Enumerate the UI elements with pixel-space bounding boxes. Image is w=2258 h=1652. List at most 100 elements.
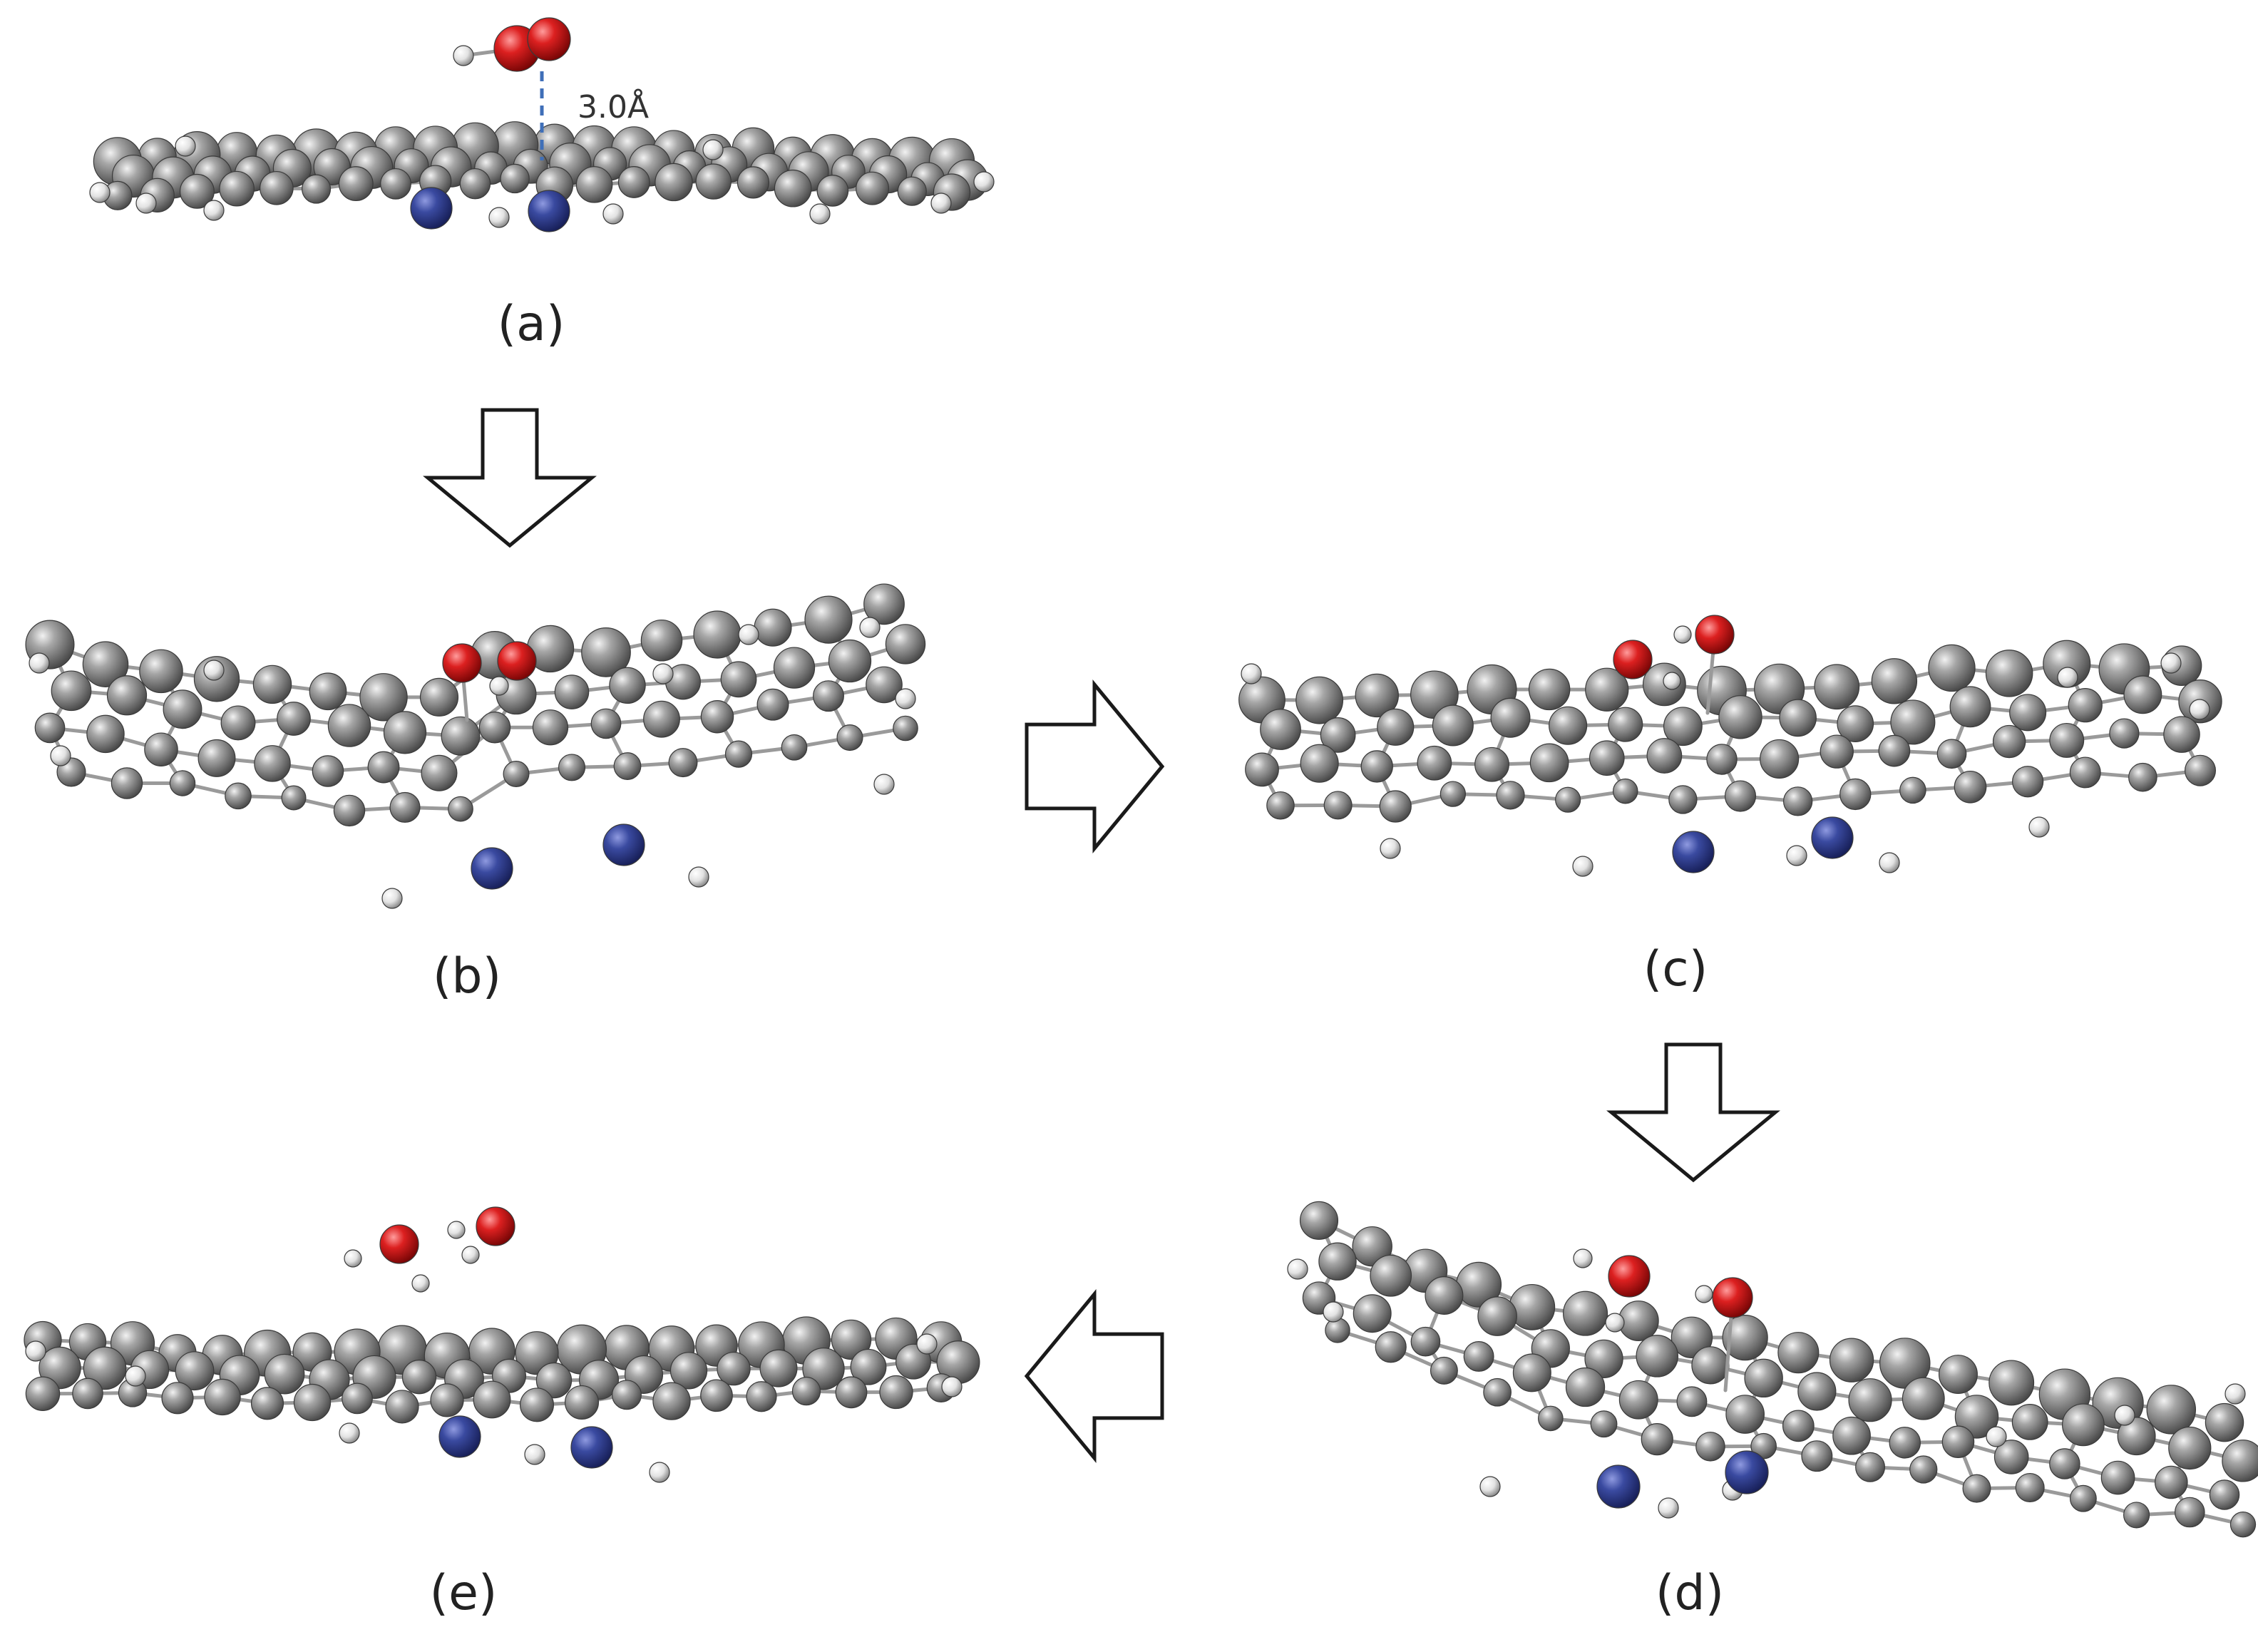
oxygen-group-b: [442, 641, 537, 722]
hydrogen-atom: [1986, 1426, 2007, 1447]
hydrogen-atom: [203, 660, 225, 681]
carbon-atom: [1432, 704, 1474, 747]
carbon-atom: [564, 1385, 600, 1420]
carbon-atom: [1779, 699, 1817, 737]
carbon-atom: [503, 761, 530, 788]
carbon-atom: [179, 173, 215, 209]
carbon-atom: [1377, 708, 1415, 746]
carbon-atom: [1814, 664, 1860, 710]
hydrogen-atom: [941, 1376, 963, 1397]
hydrogen-atom: [702, 139, 724, 160]
carbon-atom: [338, 166, 374, 202]
carbon-atom: [1744, 1358, 1783, 1398]
carbon-atom: [1718, 695, 1762, 739]
hydrogen-atom: [125, 1365, 146, 1387]
carbon-atom: [1300, 744, 1339, 783]
panel-label-a: (a): [497, 296, 565, 352]
carbon-atom: [2009, 694, 2047, 732]
panel-label-e: (e): [429, 1565, 498, 1621]
oxygen-group-e: [344, 1206, 515, 1293]
carbon-atom: [1676, 1386, 1708, 1417]
carbon-atom: [1509, 1283, 1556, 1330]
nitrogen-atom: [1672, 831, 1715, 873]
carbon-atom: [1375, 1331, 1407, 1363]
carbon-atom: [380, 168, 411, 200]
carbon-atom: [250, 1387, 284, 1420]
carbon-atom: [700, 1379, 733, 1412]
hydrogen-atom: [859, 617, 881, 638]
hydrogen-atom: [2057, 667, 2078, 688]
carbon-atom: [816, 175, 849, 207]
carbon-atom: [863, 583, 905, 625]
carbon-atom: [693, 610, 741, 659]
carbon-atom: [2123, 1502, 2150, 1529]
arrow-b-to-c: [1025, 679, 1165, 853]
hydrogen-atom: [873, 774, 895, 795]
carbon-atom: [473, 1380, 511, 1419]
hydrogen-atom: [649, 1462, 670, 1483]
hydrogen-atom: [1380, 838, 1401, 859]
hydrogen-atom: [175, 135, 196, 157]
panel-label-d: (d): [1655, 1565, 1725, 1621]
carbon-atom: [1695, 1432, 1725, 1462]
carbon-atom: [277, 702, 311, 736]
hydrogen-atom: [688, 866, 709, 888]
carbon-atom: [1837, 705, 1874, 742]
carbon-atom: [1318, 1242, 1357, 1281]
carbon-atom: [1848, 1378, 1892, 1422]
carbon-atom: [879, 1375, 913, 1410]
carbon-atom: [2209, 1479, 2240, 1510]
oxygen-group-c: [1613, 615, 1735, 715]
carbon-atom: [655, 163, 693, 202]
carbon-atom: [1962, 1474, 1991, 1503]
carbon-atom: [2128, 762, 2157, 792]
carbon-atom: [2062, 1403, 2105, 1447]
hydrogen-atom: [1658, 1497, 1679, 1519]
carbon-atom: [2100, 1460, 2135, 1495]
carbon-atom: [609, 667, 646, 704]
carbon-atom: [1890, 699, 1936, 745]
carbon-atom: [1646, 738, 1683, 774]
hydrogen-atom: [461, 1246, 480, 1264]
hydrogen-atom: [738, 624, 759, 645]
carbon-atom: [1425, 1276, 1464, 1315]
hydrogen-atom: [916, 1333, 938, 1355]
carbon-atom: [1355, 673, 1399, 718]
carbon-atom: [1417, 745, 1452, 781]
oxygen-group-d: [1573, 1248, 1753, 1392]
carbon-atom: [581, 627, 631, 677]
carbon-atom: [1260, 709, 1301, 750]
carbon-atom: [1777, 1332, 1820, 1374]
carbon-atom: [856, 171, 890, 205]
hydrogen-atom: [453, 45, 474, 66]
carbon-atom: [1801, 1440, 1833, 1472]
carbon-atom: [264, 1353, 305, 1395]
carbon-atom: [1663, 707, 1703, 747]
carbon-atom: [1671, 1316, 1713, 1359]
hydrogen-atom: [2114, 1405, 2135, 1426]
carbon-atom: [175, 1351, 215, 1391]
panel-label-c: (c): [1643, 941, 1708, 997]
carbon-atom: [1565, 1367, 1606, 1407]
carbon-atom: [389, 791, 421, 823]
hydrogen-atom: [1663, 672, 1681, 690]
carbon-atom: [1829, 1338, 1874, 1382]
carbon-atom: [866, 666, 903, 704]
carbon-atom: [1430, 1356, 1458, 1385]
carbon-atom: [590, 708, 622, 739]
carbon-atom: [1691, 1346, 1730, 1385]
molecule-panel-e: [24, 1316, 980, 1483]
carbon-atom: [367, 751, 400, 784]
carbon-atom: [1725, 1395, 1765, 1434]
carbon-atom: [1585, 667, 1629, 712]
carbon-atom: [478, 712, 511, 744]
hydrogen-atom: [2224, 1383, 2246, 1405]
hydrogen-atom: [89, 182, 111, 203]
hydrogen-atom: [1323, 1301, 1344, 1323]
carbon-atom: [1463, 1340, 1494, 1372]
hydrogen-atom: [2160, 652, 2182, 674]
carbon-atom: [1722, 1315, 1768, 1361]
carbon-atom: [1266, 791, 1295, 820]
carbon-atom: [1988, 1360, 2035, 1406]
carbon-atom: [640, 619, 683, 662]
